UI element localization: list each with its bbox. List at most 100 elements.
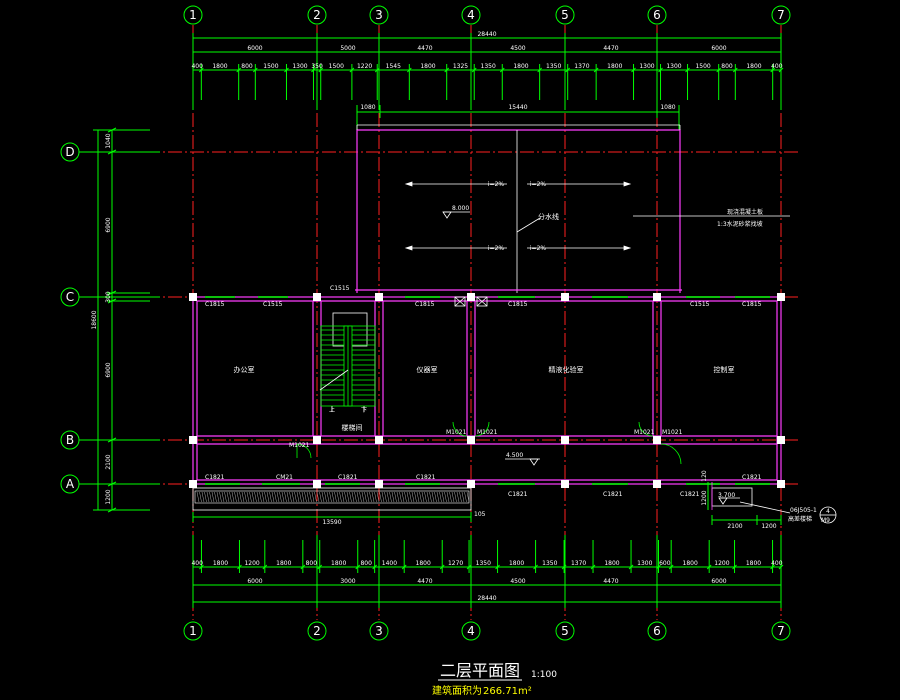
bottom-dim-3: 4470 (417, 578, 432, 585)
side-stair: 3.700 1200 120 2100 1200 (701, 470, 782, 530)
bottom-row1-dim-10: 1270 (448, 560, 463, 567)
bottom-row1-dim-20: 1800 (746, 560, 761, 567)
bottom-row1-dim-17: 600 (659, 560, 671, 567)
canopy-dim-left: 1080 (360, 104, 375, 111)
balcony-length: 13590 (322, 519, 341, 526)
bottom-row1-dim-3: 1200 (244, 560, 259, 567)
side-vertical-dim: 1200 (701, 490, 708, 505)
overall-width-bottom: 28440 (477, 595, 496, 602)
top-row2-dim-22: 400 (771, 63, 783, 70)
balcony-end: 105 (474, 511, 486, 518)
top-row2-dim-10: 1800 (420, 63, 435, 70)
slope-label-4: i=2% (530, 245, 547, 252)
bottom-row1-dim-11: 1350 (476, 560, 491, 567)
canopy-dimensions: 1080 15440 1080 (356, 104, 680, 130)
top-dim-3: 4470 (417, 45, 432, 52)
top-row2-dim-16: 1800 (607, 63, 622, 70)
divide-line-label: 分水线 (538, 212, 559, 221)
area-label: 建筑面积为 (432, 684, 482, 697)
top-row2-dim-7: 1500 (329, 63, 344, 70)
top-row2-dim-6: 350 (311, 63, 323, 70)
detail-ref: 06J505-1 (790, 507, 817, 514)
bottom-row1-dim-21: 400 (771, 560, 783, 567)
room-instrument: 仪器室 (417, 365, 438, 374)
axis-C: C (66, 290, 74, 304)
window-c-3: C1515 (263, 301, 283, 308)
doors (296, 421, 682, 465)
window-a-5: C1821 (508, 491, 528, 498)
roof-note-1: 现浇混凝土板 (727, 208, 763, 216)
door-label-5: M1021 (662, 429, 683, 436)
axis-3-top: 3 (375, 8, 383, 22)
stair-down: 下 (361, 407, 367, 414)
slope-arrows (404, 181, 632, 251)
left-total: 18600 (91, 310, 98, 329)
axis-1-bottom: 1 (189, 624, 197, 638)
door-label-3: M1021 (477, 429, 498, 436)
window-a-4: C1821 (416, 474, 436, 481)
top-row2-dim-3: 800 (241, 63, 253, 70)
window-a-2: CM21 (276, 474, 293, 481)
left-dim-3: 300 (105, 291, 112, 303)
window-c-4: C1815 (415, 301, 435, 308)
area-unit: m² (518, 686, 532, 697)
bottom-dim-5: 4470 (603, 578, 618, 585)
top-row2-dim-17: 1300 (639, 63, 654, 70)
roof-notes: 现浇混凝土板 1:3水泥砂浆找坡 (633, 208, 790, 228)
bottom-row1-dim-8: 1400 (382, 560, 397, 567)
bottom-row1-dim-4: 1800 (276, 560, 291, 567)
elevation-8000: 8.000 (452, 205, 469, 212)
top-row2-dim-15: 1370 (574, 63, 589, 70)
window-a-7: C1821 (680, 491, 700, 498)
detail-reference: 06J505-1 4 高差楼梯 M9 (739, 501, 837, 524)
side-dim-1: 2100 (727, 523, 742, 530)
top-dim-4: 4500 (510, 45, 525, 52)
top-dim-1: 6000 (247, 45, 262, 52)
balcony-strip (192, 487, 472, 511)
bottom-row1-dim-15: 1800 (604, 560, 619, 567)
room-stairwell: 楼梯间 (342, 423, 363, 432)
divide-line-leader: 分水线 (516, 212, 559, 233)
roof-note-2: 1:3水泥砂浆找坡 (717, 220, 763, 228)
window-c-2: C1515 (330, 285, 350, 292)
bottom-dim-1: 6000 (247, 578, 262, 585)
bottom-row1-dim-18: 1800 (683, 560, 698, 567)
top-row2-dim-20: 800 (721, 63, 733, 70)
bubble-leaders (79, 151, 160, 485)
drawing-title-block: 二层平面图 1:100 建筑面积为 266.71 m² (432, 661, 557, 697)
window-a-8: C1821 (742, 474, 762, 481)
axis-bubbles-bottom: 1 2 3 4 5 6 7 (183, 621, 791, 641)
top-row2-dim-21: 1800 (746, 63, 761, 70)
left-dim-2: 6900 (105, 217, 112, 232)
window-c-1: C1815 (205, 301, 225, 308)
slope-label-2: i=2% (530, 181, 547, 188)
bottom-row1-dim-13: 1350 (542, 560, 557, 567)
slope-label-3: i=2% (488, 245, 505, 252)
top-row2-dim-9: 1545 (386, 63, 401, 70)
top-row2-dim-12: 1350 (481, 63, 496, 70)
overall-width-top: 28440 (477, 31, 496, 38)
left-dim-1: 1040 (105, 133, 112, 148)
door-label-1: M1021 (289, 442, 310, 449)
windows (205, 296, 770, 485)
bottom-row1-dim-12: 1800 (509, 560, 524, 567)
bottom-row1-dim-2: 1800 (213, 560, 228, 567)
top-dim-2: 5000 (340, 45, 355, 52)
top-row2-dim-5: 1300 (292, 63, 307, 70)
axis-4-top: 4 (467, 8, 475, 22)
top-row2-dim-1: 400 (191, 63, 203, 70)
top-dim-6: 6000 (711, 45, 726, 52)
room-lab: 精液化验室 (549, 365, 584, 374)
columns (189, 293, 785, 488)
top-row2-dim-13: 1800 (513, 63, 528, 70)
drawing-title: 二层平面图 (440, 661, 520, 680)
top-row2-dim-2: 1800 (212, 63, 227, 70)
canopy-dim-mid: 15440 (508, 104, 527, 111)
bottom-row1-dim-16: 1300 (637, 560, 652, 567)
axis-2-bottom: 2 (313, 624, 321, 638)
left-dimensions: 1040 6900 300 6900 2100 1200 18600 (91, 127, 150, 513)
canopy-dim-right: 1080 (660, 104, 675, 111)
axis-3-bottom: 3 (375, 624, 383, 638)
window-a-6: C1821 (603, 491, 623, 498)
